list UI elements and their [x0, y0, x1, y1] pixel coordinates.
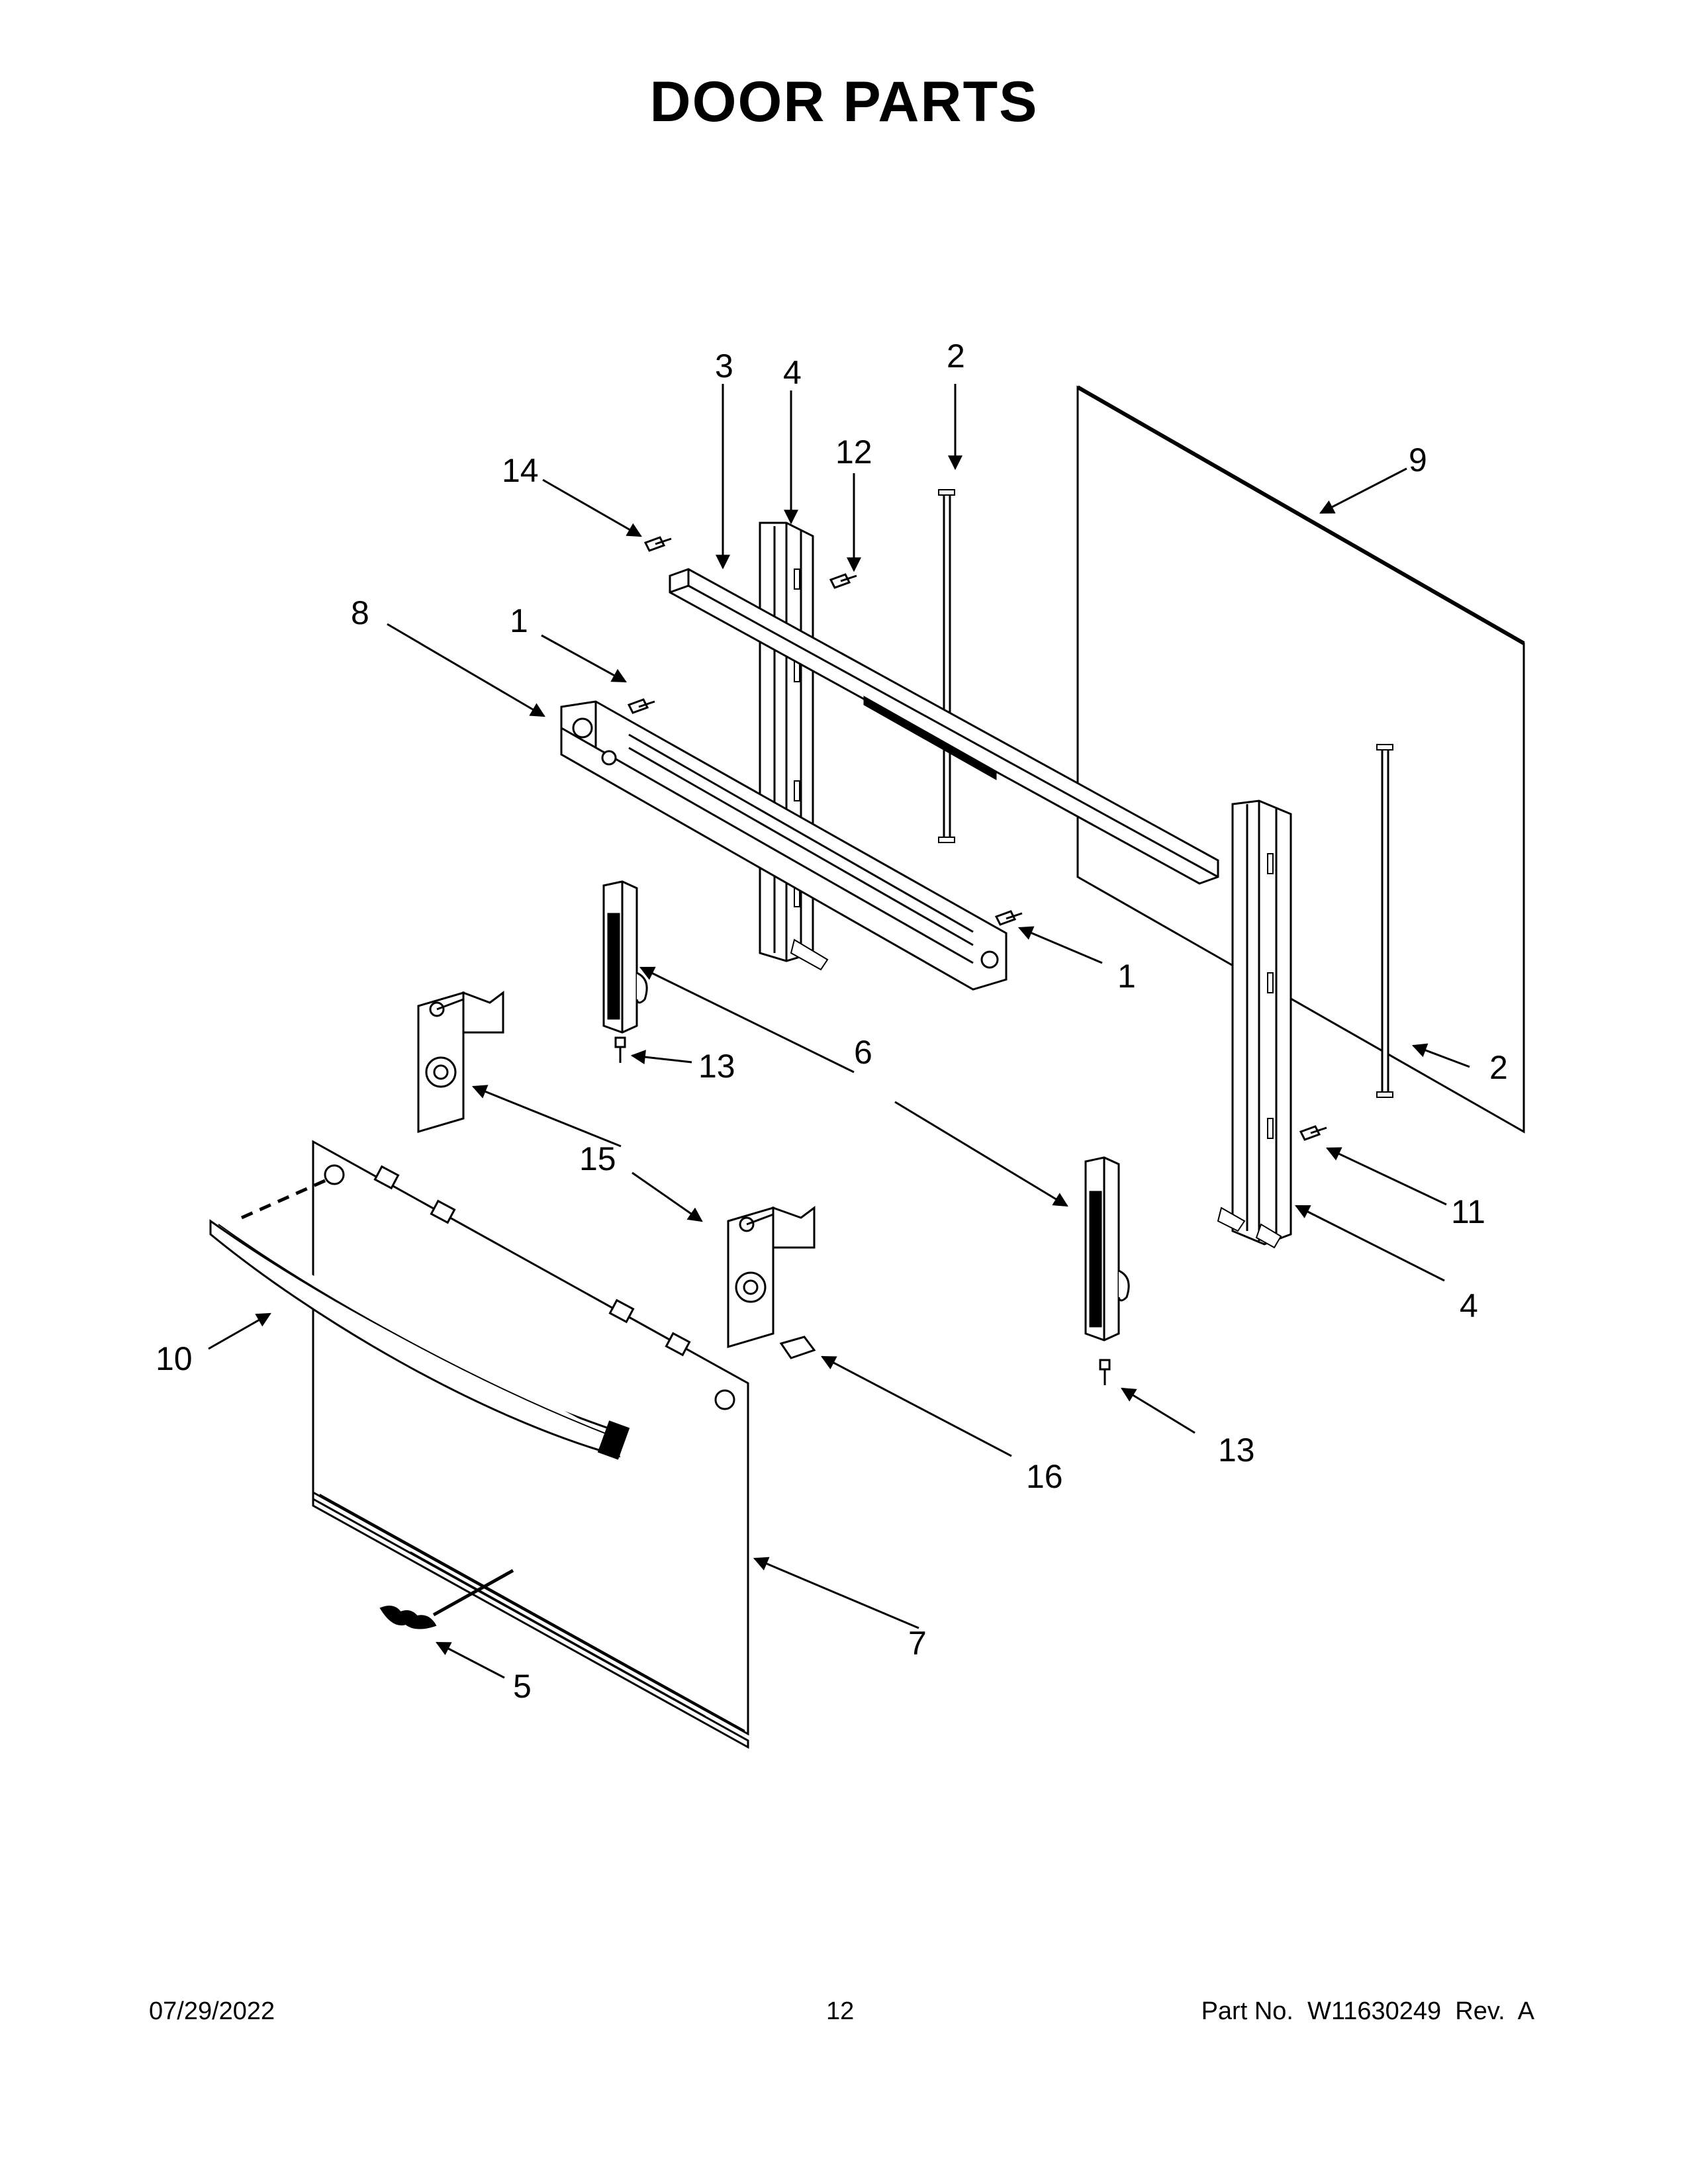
page-title: DOOR PARTS [649, 70, 1039, 134]
footer-page-number: 12 [826, 1997, 855, 2025]
hinge-channel-part [560, 700, 1008, 991]
callout-13: 13 [1218, 1432, 1255, 1469]
hinge-receiver-part [417, 991, 816, 1349]
door-frame-channel-part [1217, 799, 1292, 1249]
callout-2: 2 [1489, 1049, 1508, 1086]
callout-4: 4 [783, 354, 802, 391]
outer-door-panel-part [312, 1140, 749, 1749]
screw-part [614, 536, 1327, 1385]
callout-1: 1 [510, 602, 528, 639]
callout-5: 5 [513, 1668, 532, 1705]
footer-date: 07/29/2022 [149, 1997, 275, 2025]
callout-16: 16 [1026, 1458, 1063, 1495]
brand-badge-part [379, 1606, 437, 1629]
callout-1: 1 [1117, 958, 1136, 995]
glass-panel-part [1076, 385, 1525, 1134]
callout-4: 4 [1460, 1287, 1478, 1324]
footer-part-number: Part No. W11630249 Rev. A [1201, 1997, 1534, 2025]
callout-15: 15 [579, 1140, 616, 1177]
top-trim-part [669, 568, 1219, 885]
callout-3: 3 [715, 347, 733, 385]
door-frame-channel-part [759, 522, 829, 971]
callout-12: 12 [835, 433, 872, 471]
callout-14: 14 [502, 452, 539, 489]
callout-9: 9 [1409, 441, 1427, 478]
door-spring-strip-part [938, 489, 1393, 1098]
callout-13: 13 [698, 1048, 735, 1085]
callout-6: 6 [854, 1034, 872, 1071]
leader-lines [208, 384, 1470, 1679]
callout-8: 8 [351, 594, 369, 631]
door-handle-part [209, 1176, 630, 1460]
callout-10: 10 [156, 1340, 193, 1377]
callout-7: 7 [908, 1625, 927, 1662]
clip-part [779, 1336, 816, 1359]
door-hinge-part [602, 880, 1130, 1342]
callout-11: 11 [1451, 1193, 1485, 1230]
callout-2: 2 [947, 338, 965, 375]
